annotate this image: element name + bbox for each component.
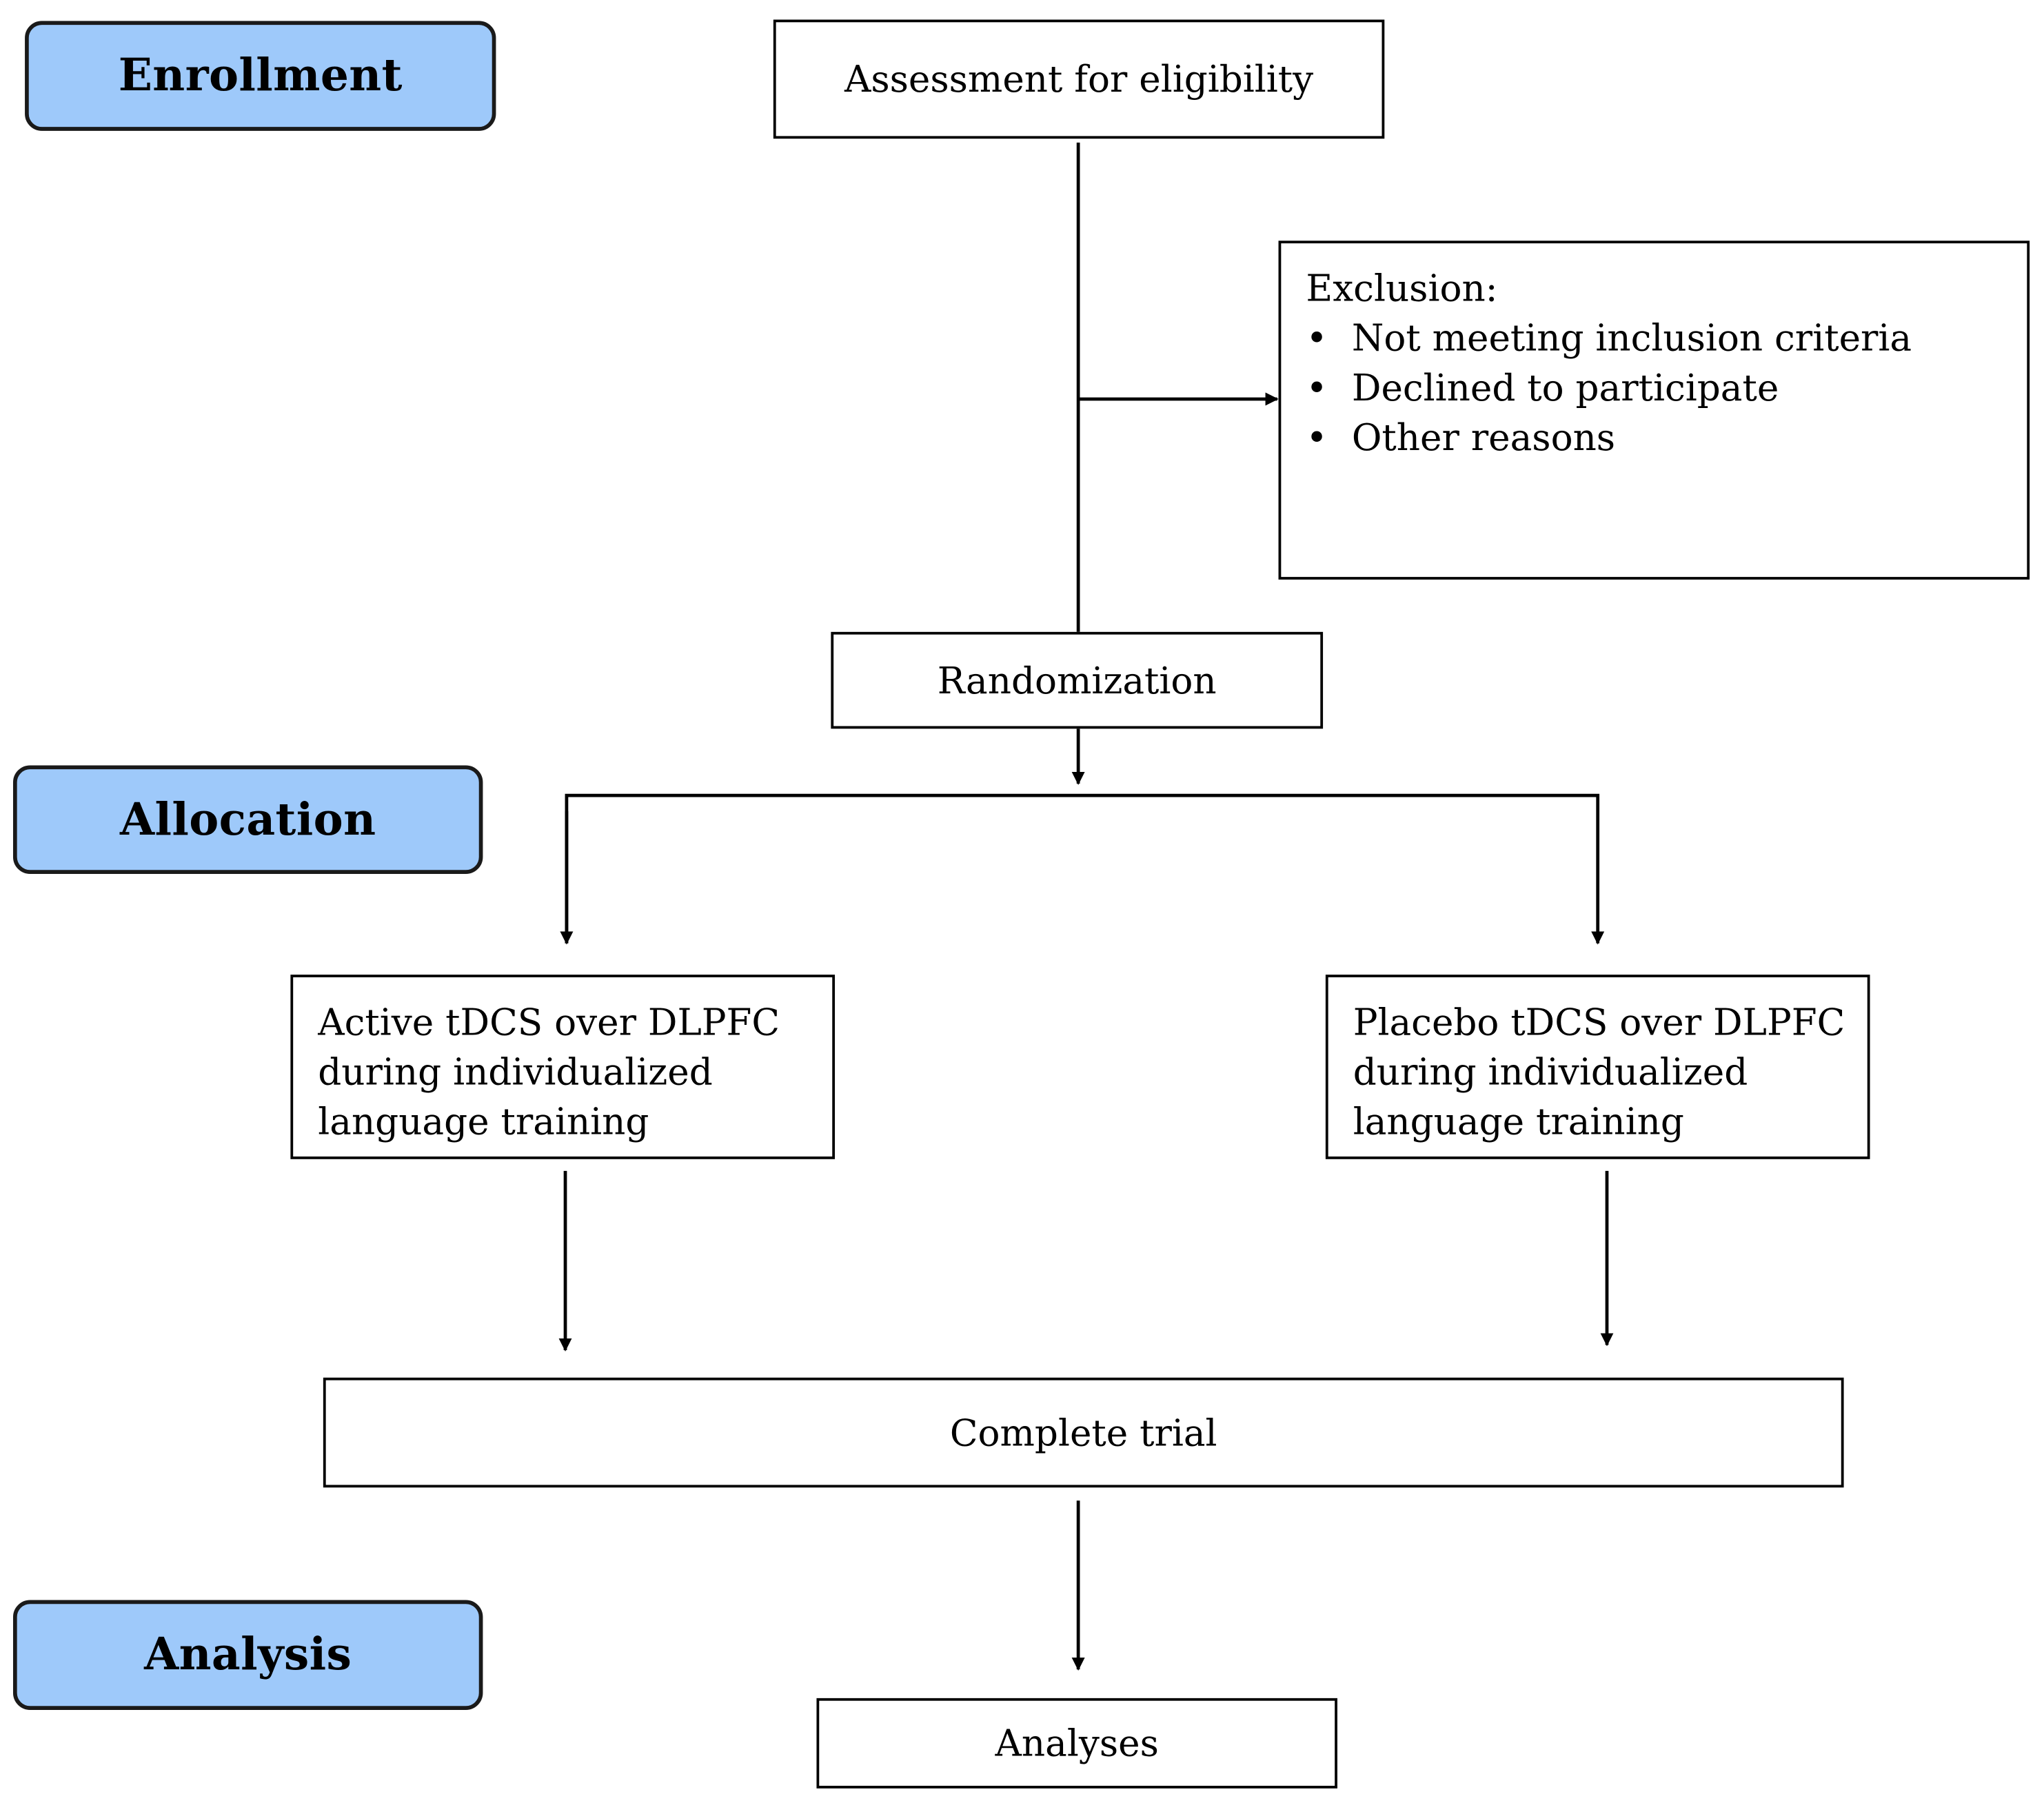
assessment-text: Assessment for eligibility bbox=[844, 57, 1314, 101]
randomization-text: Randomization bbox=[937, 658, 1217, 702]
complete-trial-text: Complete trial bbox=[949, 1411, 1217, 1454]
exclusion-list: Not meeting inclusion criteria Declined … bbox=[1306, 314, 2003, 463]
exclusion-item: Declined to participate bbox=[1306, 364, 2003, 414]
placebo-arm-line: Placebo tDCS over DLPFC bbox=[1353, 1001, 1845, 1044]
stage-label-enrollment: Enrollment bbox=[25, 21, 496, 131]
stage-label-allocation: Allocation bbox=[12, 765, 483, 874]
assessment-box: Assessment for eligibility bbox=[773, 19, 1385, 139]
exclusion-item: Other reasons bbox=[1306, 414, 2003, 463]
active-arm-line: Active tDCS over DLPFC bbox=[318, 1001, 780, 1044]
allocation-split-line bbox=[565, 793, 1605, 945]
analyses-text: Analyses bbox=[995, 1722, 1159, 1765]
analyses-box: Analyses bbox=[816, 1698, 1337, 1789]
active-arm-box: Active tDCS over DLPFC during individual… bbox=[290, 975, 836, 1159]
placebo-arm-line: during individualized bbox=[1353, 1050, 1748, 1094]
stage-label-analysis: Analysis bbox=[12, 1600, 483, 1710]
active-arm-line: language training bbox=[318, 1100, 649, 1144]
exclusion-box: Exclusion: Not meeting inclusion criteri… bbox=[1278, 241, 2030, 580]
randomization-box: Randomization bbox=[831, 631, 1324, 729]
placebo-arm-box: Placebo tDCS over DLPFC during individua… bbox=[1325, 975, 1870, 1159]
complete-trial-box: Complete trial bbox=[323, 1377, 1844, 1488]
exclusion-title: Exclusion: bbox=[1306, 267, 1498, 310]
placebo-arm-line: language training bbox=[1353, 1100, 1684, 1144]
active-arm-line: during individualized bbox=[318, 1050, 713, 1094]
exclusion-item: Not meeting inclusion criteria bbox=[1306, 314, 2003, 364]
